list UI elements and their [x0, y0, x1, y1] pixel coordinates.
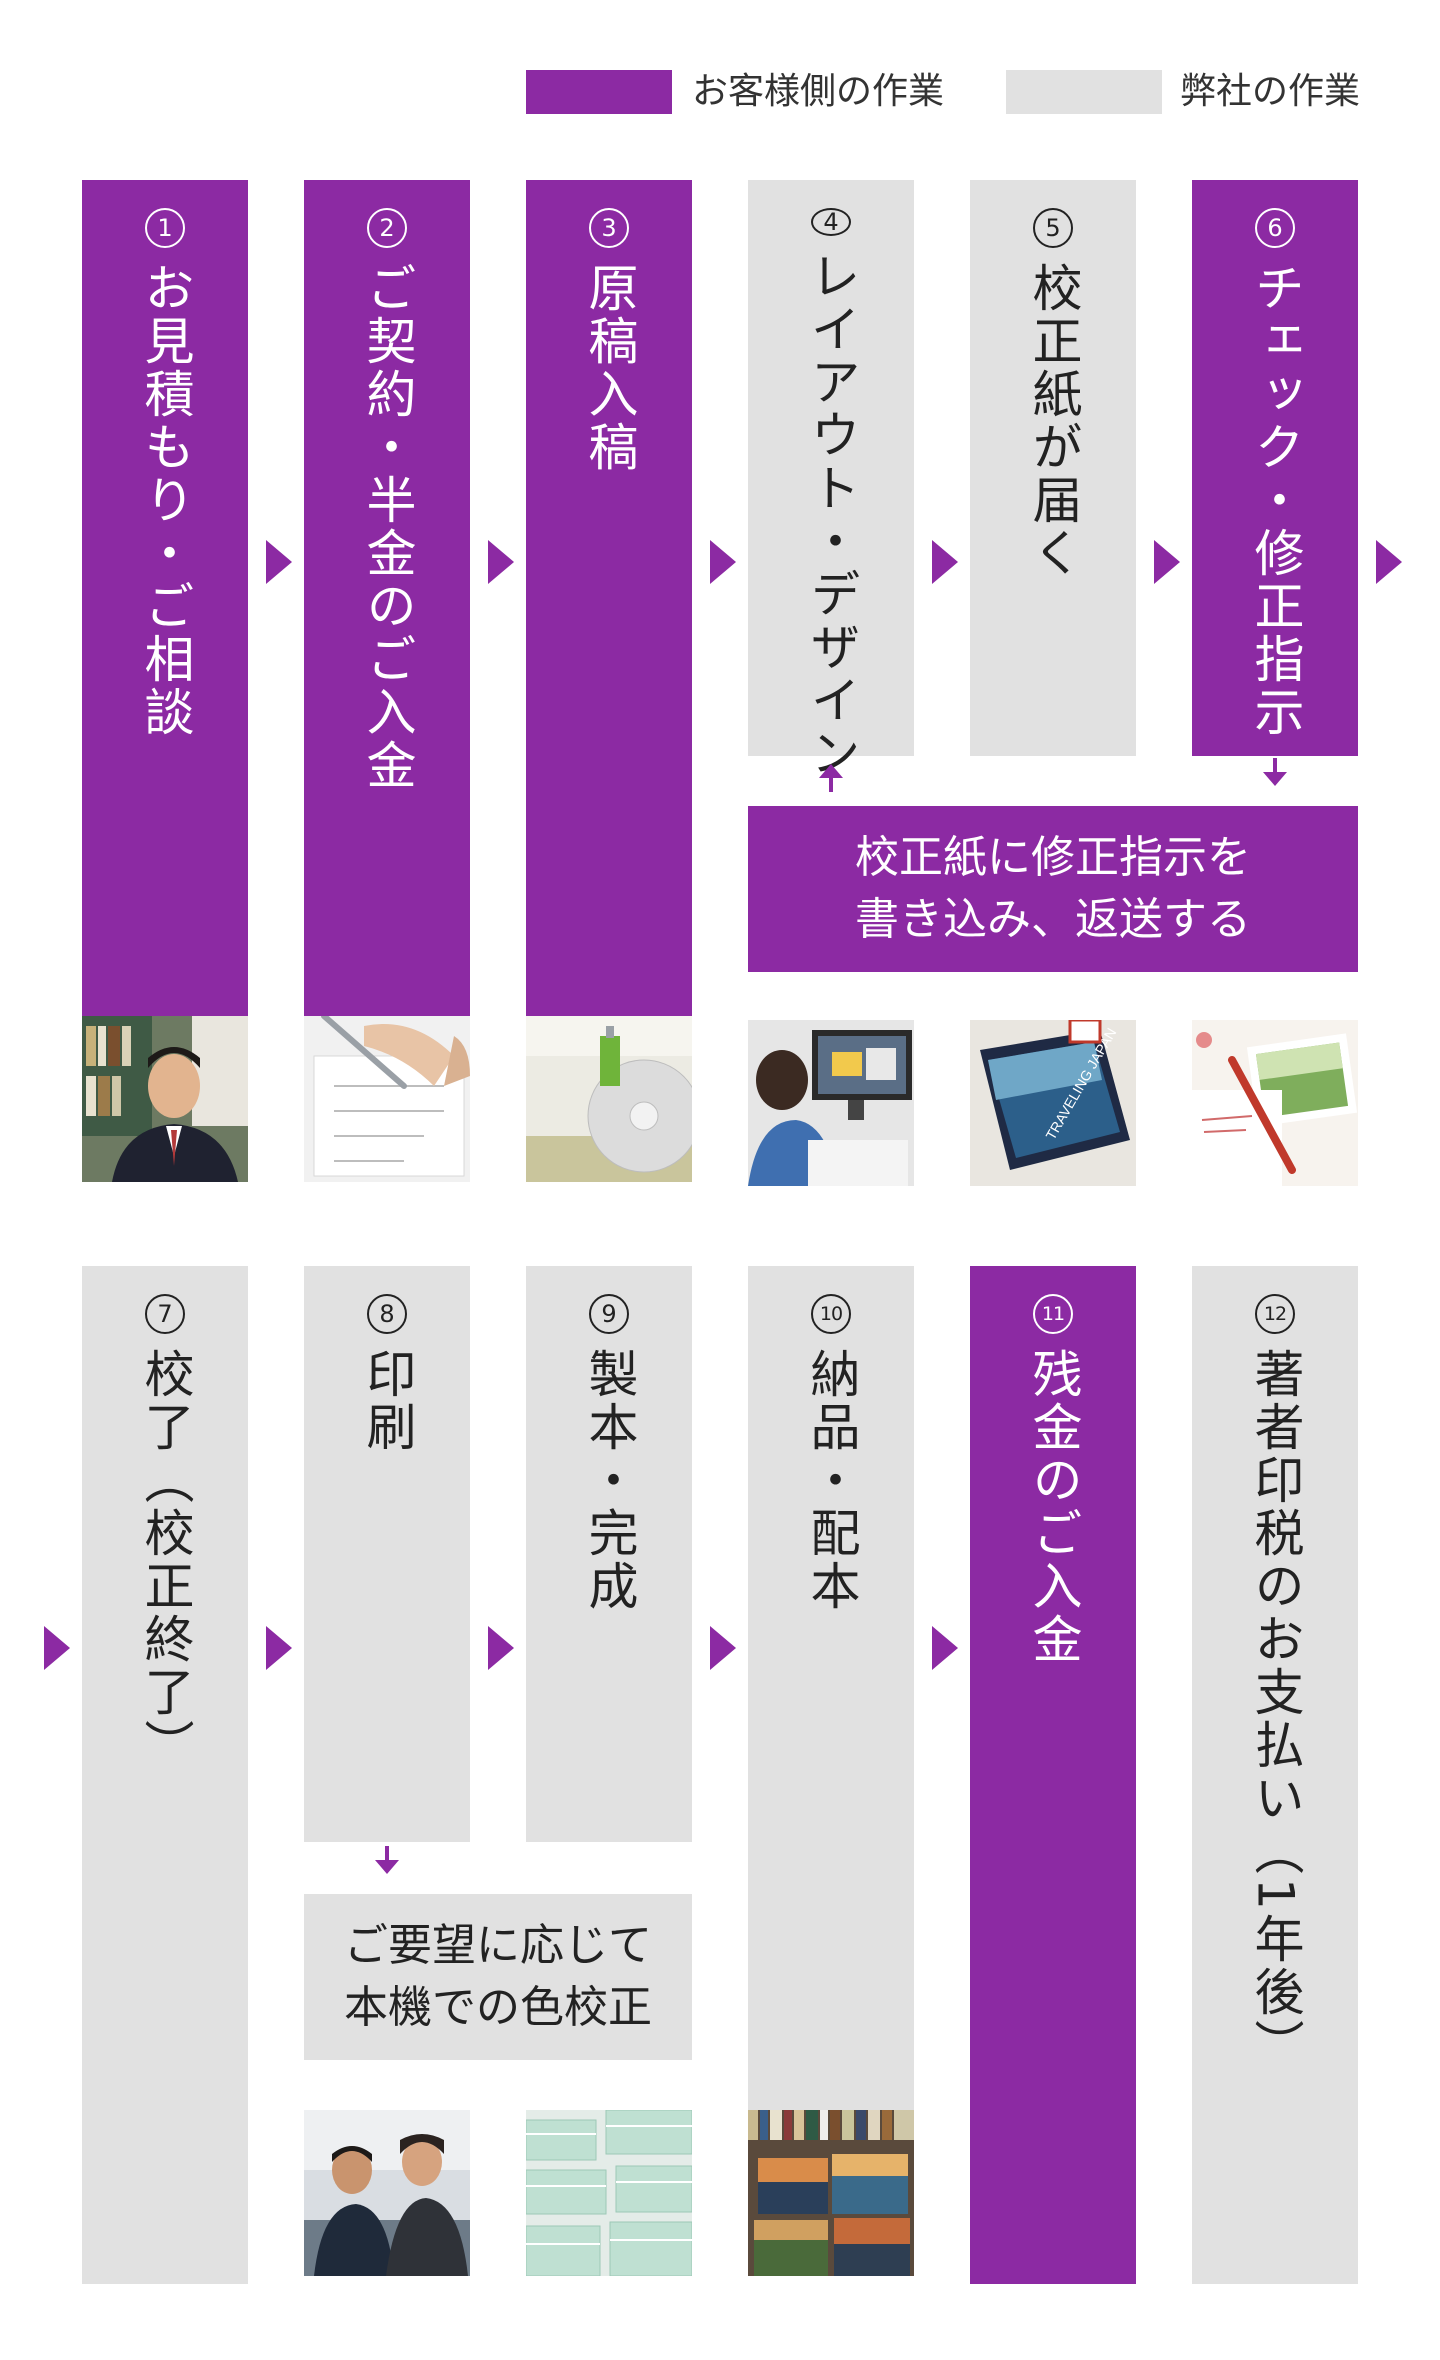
step-11-column: 11 残金のご入金 — [970, 1266, 1136, 2284]
arrow-3-4 — [710, 540, 736, 584]
step-11-label: 残金のご入金 — [1024, 1348, 1083, 1666]
step-11-number: 11 — [1033, 1294, 1073, 1334]
step-4-label: レイアウト・デザイン — [802, 250, 861, 780]
revision-arrow-up — [819, 764, 843, 778]
photo-layout-design — [748, 1020, 914, 1186]
step-1-number: 1 — [145, 208, 185, 248]
photo-printing — [304, 2110, 470, 2276]
color-proof-note-line2: 本機での色校正 — [344, 1982, 652, 2033]
step-8-number: 8 — [367, 1294, 407, 1334]
step-9-label: 製本・完成 — [580, 1348, 639, 1613]
step-12-label: 著者印税のお支払い（1年後） — [1246, 1348, 1305, 2072]
arrow-into-7 — [44, 1626, 70, 1670]
legend-company-swatch — [1006, 70, 1162, 114]
revision-note-line1: 校正紙に修正指示を — [855, 832, 1251, 884]
step-8-column: 8 印刷 — [304, 1266, 470, 1842]
step-2-number: 2 — [367, 208, 407, 248]
photo-check-revisions — [1192, 1020, 1358, 1186]
photo-delivery — [748, 2110, 914, 2276]
step-7-column: 7 校了（校正終了） — [82, 1266, 248, 2284]
step-1-label: お見積もり・ご相談 — [136, 262, 195, 739]
step-3-column: 3 原稿入稿 — [526, 180, 692, 1018]
arrow-5-6 — [1154, 540, 1180, 584]
step-12-column: 12 著者印税のお支払い（1年後） — [1192, 1266, 1358, 2284]
step-9-column: 9 製本・完成 — [526, 1266, 692, 1842]
revision-arrow-down-stem — [1273, 758, 1277, 772]
step-4-number: 4 — [811, 208, 851, 236]
arrow-7-8 — [266, 1626, 292, 1670]
step-6-label: チェック・修正指示 — [1246, 262, 1305, 739]
revision-arrow-down — [1263, 772, 1287, 786]
arrow-6-7 — [1376, 540, 1402, 584]
color-proof-note-line1: ご要望に応じて — [344, 1920, 652, 1972]
legend-client-label: お客様側の作業 — [692, 71, 945, 112]
step-7-number: 7 — [145, 1294, 185, 1334]
step-6-number: 6 — [1255, 208, 1295, 248]
step-8-label: 印刷 — [358, 1348, 417, 1454]
arrow-9-10 — [710, 1626, 736, 1670]
step-6-column: 6 チェック・修正指示 — [1192, 180, 1358, 756]
photo-proof-arrives: TRAVELING JAPAN — [970, 1020, 1136, 1186]
revision-note: 校正紙に修正指示を 書き込み、返送する — [748, 806, 1358, 972]
revision-note-line2: 書き込み、返送する — [855, 894, 1251, 945]
color-proof-note: ご要望に応じて 本機での色校正 — [304, 1894, 692, 2060]
step-3-number: 3 — [589, 208, 629, 248]
arrow-1-2 — [266, 540, 292, 584]
revision-arrow-up-stem — [829, 776, 833, 792]
step-1-column: 1 お見積もり・ご相談 — [82, 180, 248, 1018]
step-5-number: 5 — [1033, 208, 1073, 248]
photo-binding — [526, 2110, 692, 2276]
color-proof-arrow — [375, 1860, 399, 1874]
photo-consultation — [82, 1016, 248, 1182]
step-3-label: 原稿入稿 — [580, 262, 639, 474]
legend-client-swatch — [526, 70, 672, 114]
step-10-column: 10 納品・配本 — [748, 1266, 914, 2112]
arrow-10-11 — [932, 1626, 958, 1670]
step-12-number: 12 — [1255, 1294, 1295, 1334]
step-7-label: 校了（校正終了） — [136, 1348, 195, 1772]
legend-company-label: 弊社の作業 — [1180, 71, 1361, 112]
arrow-8-9 — [488, 1626, 514, 1670]
step-9-number: 9 — [589, 1294, 629, 1334]
step-4-column: 4 レイアウト・デザイン — [748, 180, 914, 780]
color-proof-arrow-stem — [385, 1846, 389, 1860]
step-2-column: 2 ご契約・半金のご入金 — [304, 180, 470, 1018]
step-5-label: 校正紙が届く — [1024, 262, 1083, 580]
step-10-number: 10 — [811, 1294, 851, 1334]
step-5-column: 5 校正紙が届く — [970, 180, 1136, 756]
step-2-label: ご契約・半金のご入金 — [358, 262, 417, 792]
step-10-label: 納品・配本 — [802, 1348, 861, 1613]
photo-manuscript — [526, 1016, 692, 1182]
arrow-4-5 — [932, 540, 958, 584]
arrow-2-3 — [488, 540, 514, 584]
photo-contract — [304, 1016, 470, 1182]
